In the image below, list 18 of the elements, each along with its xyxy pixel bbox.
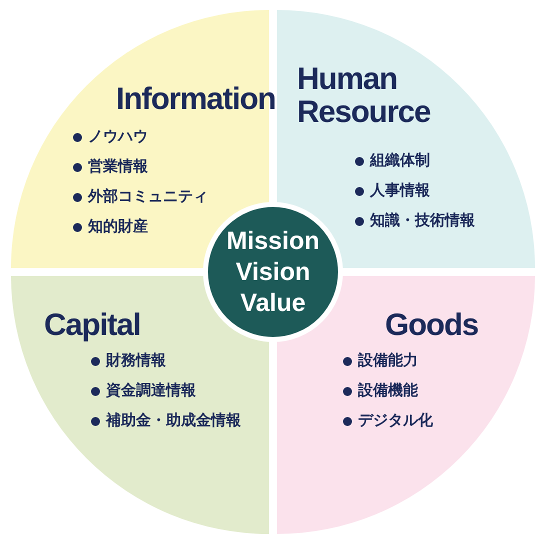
list-item: 知的財産 xyxy=(88,217,148,237)
list-item: 組織体制 xyxy=(370,151,430,171)
quadrant-heading: Capital xyxy=(44,308,140,341)
list-item: 人事情報 xyxy=(370,181,430,201)
list-item: 知識・技術情報 xyxy=(370,211,475,231)
list-item: 外部コミュニティ xyxy=(88,187,208,207)
list-item: 設備機能 xyxy=(358,381,418,401)
list-item: 補助金・助成金情報 xyxy=(106,411,241,431)
list-item: 財務情報 xyxy=(106,351,166,371)
quadrant-heading: Goods xyxy=(385,308,478,341)
list-item: 設備能力 xyxy=(358,351,418,371)
quadrant-heading: Information xyxy=(116,82,276,115)
center-text: Mission Vision Value xyxy=(225,226,321,318)
list-item: ノウハウ xyxy=(88,127,148,147)
list-item: 資金調達情報 xyxy=(106,381,196,401)
list-item: 営業情報 xyxy=(88,157,148,177)
list-item: デジタル化 xyxy=(358,411,433,431)
quadrant-heading: Human Resource xyxy=(297,62,432,128)
